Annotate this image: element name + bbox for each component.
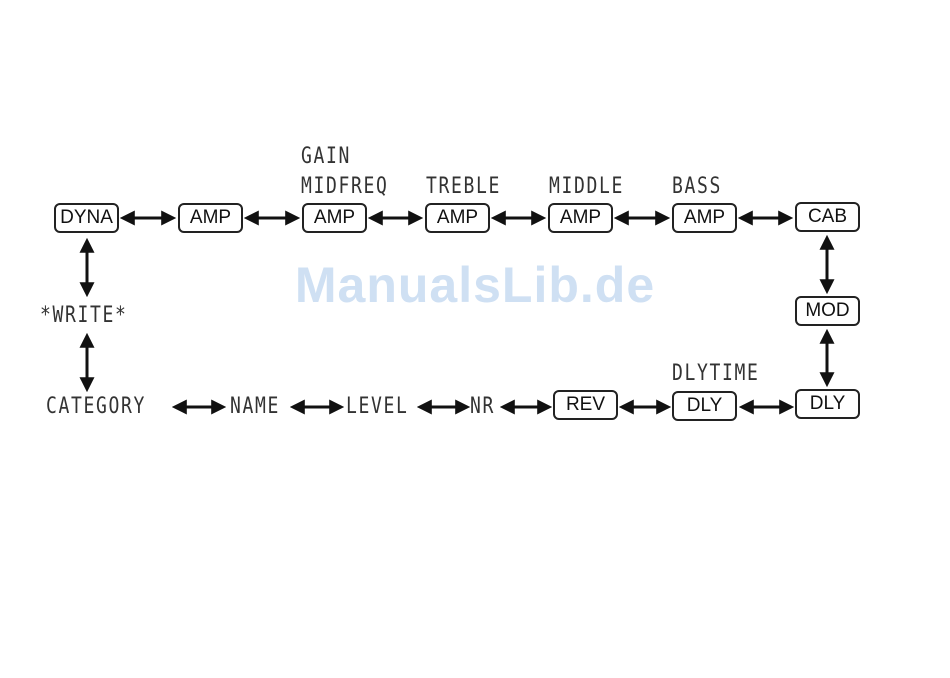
flow-arrows	[0, 0, 950, 678]
